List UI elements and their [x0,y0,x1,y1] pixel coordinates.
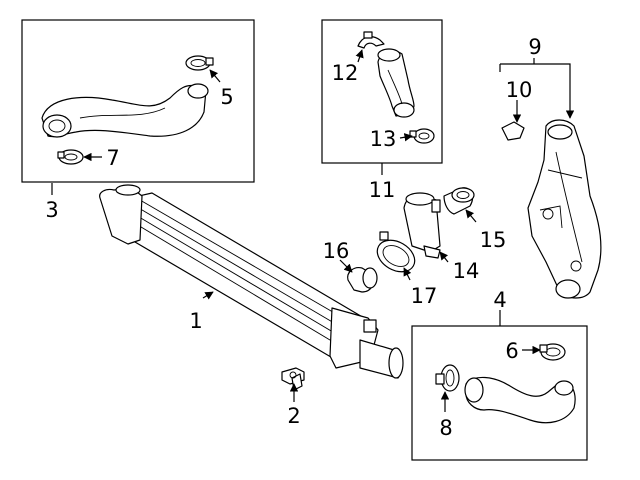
callout-17: 17 [411,284,438,308]
callout-6: 6 [505,339,518,363]
charge-air-valve [403,192,441,259]
clip-10 [501,121,525,141]
air-duct-bracket [527,119,602,299]
callout-13: 13 [370,127,397,151]
callout-1: 1 [189,309,202,333]
callout-4: 4 [493,288,506,312]
hose-clamp-5 [185,55,214,71]
bolt [281,367,305,391]
hose-clamp-6 [539,343,566,361]
callout-15: 15 [480,228,507,252]
callout-8: 8 [439,416,452,440]
callout-7: 7 [106,146,119,170]
hose-clamp-8 [435,364,460,392]
callout-10: 10 [506,78,533,102]
intercooler [99,184,404,379]
callout-14: 14 [453,259,480,283]
hose-clamp-7 [57,149,84,165]
callout-11: 11 [369,178,396,202]
connector-15 [443,187,475,215]
callout-3: 3 [45,198,58,222]
air-intake-pipe [377,48,415,118]
callout-2: 2 [287,404,300,428]
intercooler-hose-lower [464,376,576,424]
callout-16: 16 [323,239,350,263]
callout-12: 12 [332,61,359,85]
hose-clamp-12 [357,31,385,49]
callout-9: 9 [528,35,541,59]
leader-lines [51,49,575,412]
intercooler-hose-upper [41,83,209,138]
seal-16 [347,267,378,293]
callout-5: 5 [220,85,233,109]
clamp-ring-17 [376,231,416,273]
hose-clamp-13 [409,128,435,144]
group-box-3 [21,19,255,183]
